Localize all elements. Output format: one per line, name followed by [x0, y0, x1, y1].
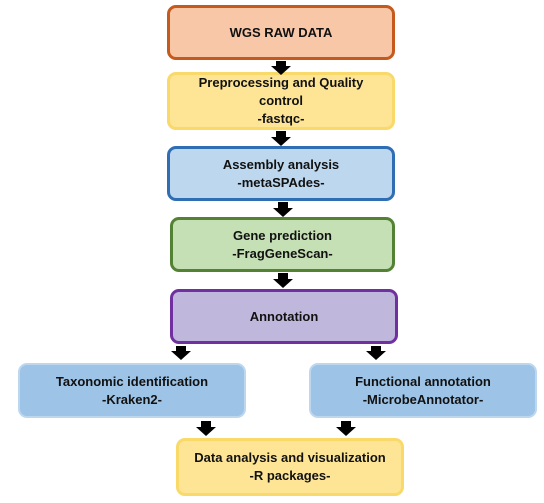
step-label: Functional annotation	[355, 373, 491, 389]
step-preprocessing: Preprocessing and Quality control -fastq…	[167, 72, 395, 130]
step-label: Gene prediction	[233, 227, 332, 243]
step-label: Annotation	[249, 308, 319, 324]
step-label: WGS RAW DATA	[229, 24, 333, 40]
step-functional-annotation: Functional annotation -MicrobeAnnotator-	[309, 363, 537, 418]
step-assembly-analysis: Assembly analysis -metaSPAdes-	[167, 146, 395, 201]
step-annotation: Annotation	[170, 289, 398, 344]
step-wgs-raw-data: WGS RAW DATA	[167, 5, 395, 60]
step-label: Taxonomic identification	[55, 373, 209, 389]
step-tool: -Kraken2-	[102, 391, 162, 407]
step-label: Preprocessing and Quality	[198, 75, 364, 90]
step-gene-prediction: Gene prediction -FragGeneScan-	[170, 217, 395, 272]
step-tool: -MicrobeAnnotator-	[362, 391, 484, 407]
step-tool: -fastqc-	[257, 111, 305, 126]
step-label: Assembly analysis	[222, 156, 340, 172]
step-label: control	[258, 93, 304, 108]
step-label: Data analysis and visualization	[194, 450, 386, 465]
step-tool: -R packages-	[249, 468, 331, 483]
step-taxonomic-identification: Taxonomic identification -Kraken2-	[18, 363, 246, 418]
step-tool: -metaSPAdes-	[237, 174, 325, 190]
step-tool: -FragGeneScan-	[232, 245, 333, 261]
step-data-analysis: Data analysis and visualization -R packa…	[176, 438, 404, 496]
